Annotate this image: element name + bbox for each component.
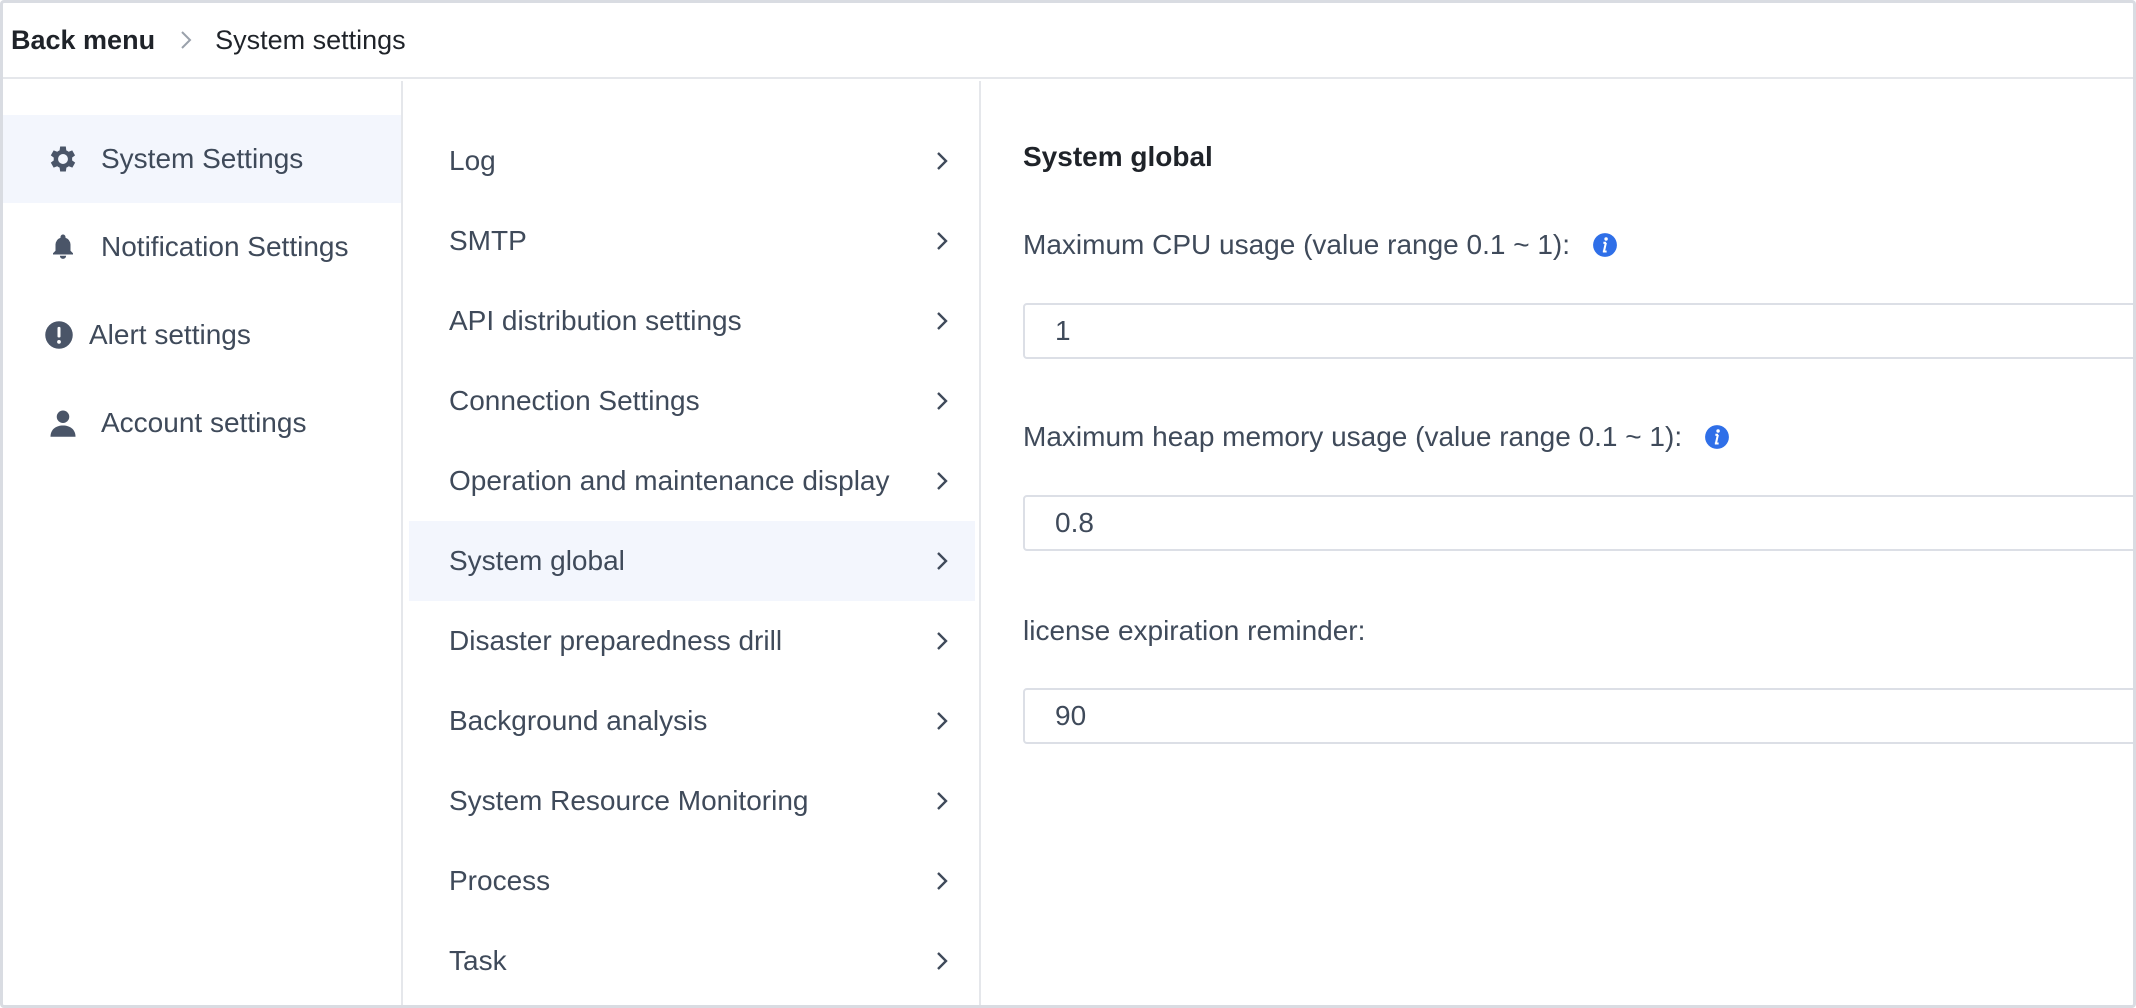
license-reminder-label: license expiration reminder: [1023,615,1365,647]
chevron-right-icon [935,950,949,972]
info-icon[interactable] [1704,424,1730,450]
menu-item-background-analysis[interactable]: Background analysis [409,681,975,761]
chevron-right-icon [935,630,949,652]
menu-item-label: Background analysis [449,705,708,736]
menu-item-label: Connection Settings [449,385,700,416]
menu-item-operation-maintenance-display[interactable]: Operation and maintenance display [409,441,975,521]
menu-item-disaster-preparedness-drill[interactable]: Disaster preparedness drill [409,601,975,681]
menu-item-api-distribution-settings[interactable]: API distribution settings [409,281,975,361]
menu-item-connection-settings[interactable]: Connection Settings [409,361,975,441]
user-icon [43,403,83,443]
sidebar: System Settings Notification Settings Al… [3,81,403,1005]
menu-item-label: Task [449,945,507,976]
sidebar-item-label: System Settings [101,143,304,174]
bell-icon [43,227,83,267]
menu-item-label: Disaster preparedness drill [449,625,783,656]
chevron-right-icon [935,230,949,252]
alert-circle-icon [39,315,79,355]
menu-item-label: API distribution settings [449,305,742,336]
menu-item-system-resource-monitoring[interactable]: System Resource Monitoring [409,761,975,841]
chevron-right-icon [935,150,949,172]
heap-memory-input[interactable] [1023,495,2133,551]
field-label-text: license expiration reminder: [1023,615,1366,646]
chevron-right-icon [935,550,949,572]
breadcrumb-current: System settings [215,24,406,55]
chevron-right-icon [935,310,949,332]
field-label-text: Maximum heap memory usage (value range 0… [1023,421,1683,452]
sidebar-item-account-settings[interactable]: Account settings [3,379,401,467]
menu-item-label: SMTP [449,225,527,256]
field-label-text: Maximum CPU usage (value range 0.1 ~ 1): [1023,229,1571,260]
menu-item-task[interactable]: Task [409,921,975,1001]
breadcrumb-back-menu[interactable]: Back menu [11,24,156,55]
chevron-right-icon [935,470,949,492]
cpu-usage-input[interactable] [1023,303,2133,359]
cpu-usage-label: Maximum CPU usage (value range 0.1 ~ 1): [1023,229,1618,261]
page-title: System global [1023,141,1213,172]
menu-item-label: System Resource Monitoring [449,785,809,816]
info-icon[interactable] [1592,232,1618,258]
sidebar-item-system-settings[interactable]: System Settings [3,115,401,203]
chevron-right-icon [935,870,949,892]
chevron-right-icon [935,390,949,412]
license-reminder-input[interactable] [1023,688,2133,744]
menu-item-label: System global [449,545,625,576]
settings-menu: Log SMTP API distribution settings Conne… [405,81,981,1005]
gear-icon [43,139,83,179]
sidebar-item-alert-settings[interactable]: Alert settings [3,291,401,379]
menu-item-system-global[interactable]: System global [409,521,975,601]
menu-item-label: Operation and maintenance display [449,465,890,496]
content-panel: System global Maximum CPU usage (value r… [983,81,2133,1005]
sidebar-item-label: Notification Settings [101,231,349,262]
menu-item-label: Process [449,865,551,896]
heap-memory-label: Maximum heap memory usage (value range 0… [1023,421,1730,453]
sidebar-item-label: Account settings [101,407,307,438]
menu-item-label: Log [449,145,496,176]
menu-item-log[interactable]: Log [409,121,975,201]
sidebar-item-notification-settings[interactable]: Notification Settings [3,203,401,291]
breadcrumb: Back menu System settings [3,3,2133,79]
menu-item-smtp[interactable]: SMTP [409,201,975,281]
menu-item-process[interactable]: Process [409,841,975,921]
sidebar-item-label: Alert settings [89,319,251,350]
chevron-right-icon [935,790,949,812]
chevron-right-icon [935,710,949,732]
chevron-right-icon [179,29,193,51]
